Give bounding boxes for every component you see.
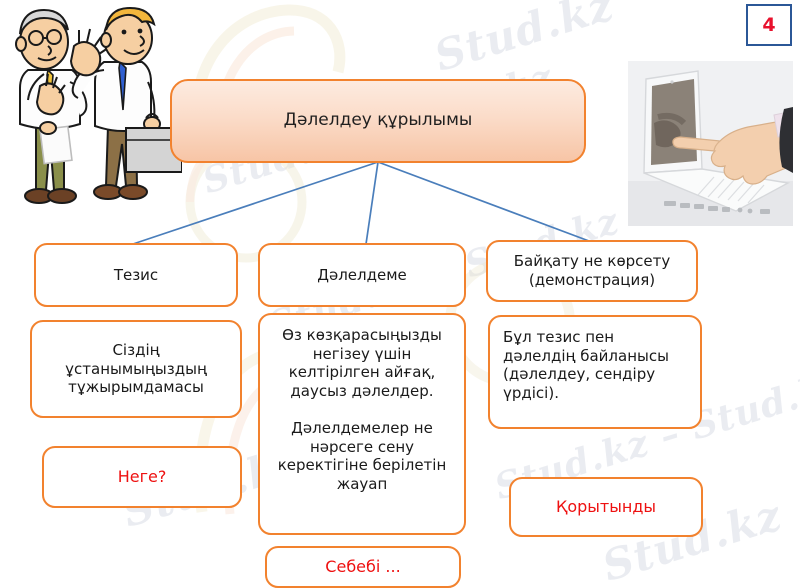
column-header-thesis-label: Тезис [113, 265, 159, 284]
column-header-thesis[interactable]: Тезис [34, 243, 238, 307]
slide-number-value: 4 [762, 14, 776, 36]
column-body-thesis-text: Сіздің ұстанымыңыздың тұжырымдамасы [65, 341, 207, 397]
column-accent-demonstration-text: Қорытынды [555, 497, 657, 517]
column-body-argument-text: Өз көзқарасыңызды негізеу үшін келтірілг… [277, 326, 447, 493]
column-accent-demonstration[interactable]: Қорытынды [509, 477, 703, 537]
column-header-demonstration-label: Байқату не көрсету (демонстрация) [513, 252, 671, 289]
diagram-title-box[interactable]: Дәлелдеу құрылымы [170, 79, 586, 163]
column-accent-argument-text: Себебі ... [325, 557, 401, 577]
diagram-title-text: Дәлелдеу құрылымы [283, 110, 473, 131]
column-accent-argument[interactable]: Себебі ... [265, 546, 461, 588]
column-header-argument[interactable]: Дәлелдеме [258, 243, 466, 307]
slide-number-badge: 4 [746, 4, 792, 46]
column-body-demonstration-text: Бұл тезис пен дәлелдің байланысы (дәлелд… [503, 328, 669, 402]
column-header-demonstration[interactable]: Байқату не көрсету (демонстрация) [486, 240, 698, 302]
column-header-argument-label: Дәлелдеме [317, 265, 407, 284]
column-accent-thesis-text: Неге? [117, 467, 167, 487]
laptop-photo [628, 61, 793, 226]
column-body-demonstration[interactable]: Бұл тезис пен дәлелдің байланысы (дәлелд… [488, 315, 702, 429]
column-body-argument[interactable]: Өз көзқарасыңызды негізеу үшін келтірілг… [258, 313, 466, 535]
businessmen-illustration [15, 6, 182, 204]
column-body-thesis[interactable]: Сіздің ұстанымыңыздың тұжырымдамасы [30, 320, 242, 418]
column-accent-thesis[interactable]: Неге? [42, 446, 242, 508]
watermark: Stud.kz [428, 0, 620, 81]
